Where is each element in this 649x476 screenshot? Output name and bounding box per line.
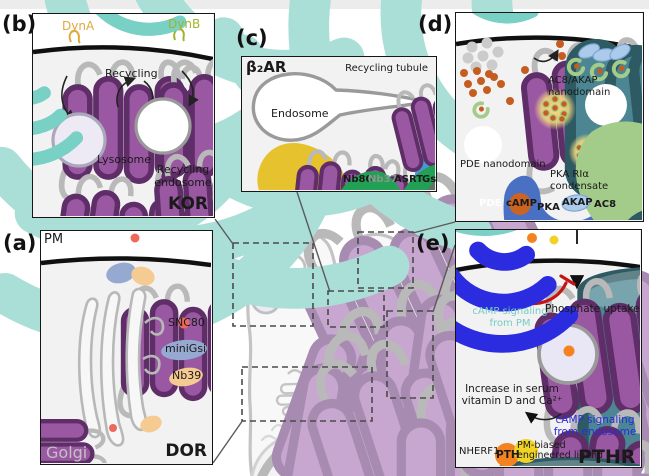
pth-label: PTH	[496, 449, 520, 461]
panel-a-dor: PM SNC80 miniGsi Nb39 Golgi DOR	[40, 230, 213, 465]
inhibition-bar	[559, 274, 576, 286]
recycling-cycle-arrow-up	[116, 76, 137, 108]
akap-scaffolds	[578, 43, 631, 62]
pde-halo-1	[585, 84, 627, 126]
snc80-label: SNC80	[168, 316, 205, 329]
pm-label: PM	[44, 232, 64, 247]
nb80-label: Nb80	[343, 174, 373, 185]
panel-connector-lines	[212, 191, 456, 464]
lysosome-label: Lysosome	[97, 153, 152, 166]
nb37-label: Nb37	[368, 174, 398, 185]
snc80-legend-dot	[178, 317, 190, 329]
minigsi-blob	[106, 262, 136, 284]
recycling-endosome-label: Recycling endosome	[154, 163, 212, 189]
minigsi-legend-blob	[161, 339, 207, 361]
serum-increase-label: Increase in serum vitamin D and Ca²⁺	[461, 383, 563, 408]
nb39-blob-golgi	[140, 415, 162, 433]
pde-legend-label: PDE	[479, 198, 502, 209]
pthr-title: PTHR	[578, 446, 636, 468]
phosphate-uptake-label: Phosphate uptake	[545, 303, 640, 315]
plasma-membrane	[33, 45, 213, 62]
pth-dot-endosome	[563, 345, 575, 357]
panel-d-legend-shapes	[509, 99, 642, 220]
panel-d-graphics	[456, 13, 642, 220]
pde-nanodomain-label: PDE nanodomain	[460, 159, 546, 170]
pde-halo-2	[464, 126, 502, 164]
pm-biased-ligand-label: PM-biased engineered ligand	[517, 440, 604, 462]
recycling-tubule-label: Recycling tubule	[345, 63, 428, 74]
pm-biased-ligand-dot	[549, 235, 559, 245]
akap-legend-label: AKAP	[562, 197, 593, 208]
snc80-ligand-dot	[130, 233, 140, 243]
camp-from-pm-label: cAMP signaling from PM	[472, 306, 548, 329]
golgi-label: Golgi	[46, 442, 88, 462]
pth-ligand-dot	[527, 233, 537, 243]
panel-e-graphics	[456, 230, 640, 466]
panel-c-b2ar: β₂AR Recycling tubule Endosome Nb80 Nb37…	[241, 56, 437, 192]
panel-letter-b: (b)	[2, 12, 37, 36]
nb39-blob	[131, 266, 155, 286]
dyna-peptide	[68, 29, 81, 44]
pka-legend-label: PKA	[537, 202, 560, 213]
snc80-dot-golgi	[109, 424, 117, 432]
plasma-membrane	[456, 258, 640, 273]
panel-b-graphics	[33, 14, 213, 216]
nb39-label: Nb39	[172, 369, 202, 382]
pka-condensate-label: PKA RIα condensate	[550, 169, 609, 192]
camp-legend-label: cAMP	[506, 198, 537, 209]
pm-biased-legend-dot	[514, 439, 538, 463]
panel-a-graphics	[41, 231, 211, 463]
recycling-endosome-circle	[134, 97, 192, 155]
golgi-stack	[77, 287, 165, 447]
panel-letter-a: (a)	[3, 231, 37, 255]
panel-c-graphics	[250, 68, 435, 190]
plasma-membrane	[41, 256, 211, 268]
b2ar-title: β₂AR	[246, 58, 287, 76]
panel-letter-e: (e)	[416, 231, 450, 255]
camp-from-endosome-label: cAMP signaling from endosome	[553, 414, 637, 439]
nb39-legend-blob	[169, 367, 203, 387]
dynb-peptide	[173, 27, 185, 42]
gs-label: Gs	[422, 174, 437, 185]
endosome-label: Endosome	[271, 107, 329, 120]
asrt-label: ASRT	[394, 174, 424, 185]
arrow-to-endosome	[181, 70, 199, 107]
gray-dots	[462, 37, 504, 73]
kor-title: KOR	[168, 194, 208, 215]
dyna-label: DynA	[62, 19, 95, 33]
dor-title: DOR	[165, 441, 207, 462]
zoom-region-boxes	[232, 231, 434, 422]
recycling-label: Recycling	[105, 67, 158, 80]
panel-d-nanodomains: AC8/AKAP nanodomain PDE nanodomain PKA R…	[455, 12, 644, 222]
panel-letter-d: (d)	[418, 12, 453, 36]
panel-b-kor: DynA DynB Recycling Lysosome Recycling e…	[32, 13, 215, 218]
ac8-legend-label: AC8	[594, 199, 617, 210]
dynb-label: DynB	[168, 17, 201, 31]
minigsi-label: miniGsi	[165, 342, 207, 355]
camp-diffusion-arrow	[533, 49, 559, 63]
arrow-to-serum-effect	[524, 411, 562, 424]
panel-e-pthr: cAMP signaling from PM Phosphate uptake …	[455, 229, 642, 468]
pth-legend-dot	[495, 443, 519, 466]
nherf1-label: NHERF1	[459, 446, 500, 457]
ac8-akap-nanodomain-label: AC8/AKAP nanodomain	[548, 75, 611, 98]
panel-letter-c: (c)	[236, 26, 268, 50]
